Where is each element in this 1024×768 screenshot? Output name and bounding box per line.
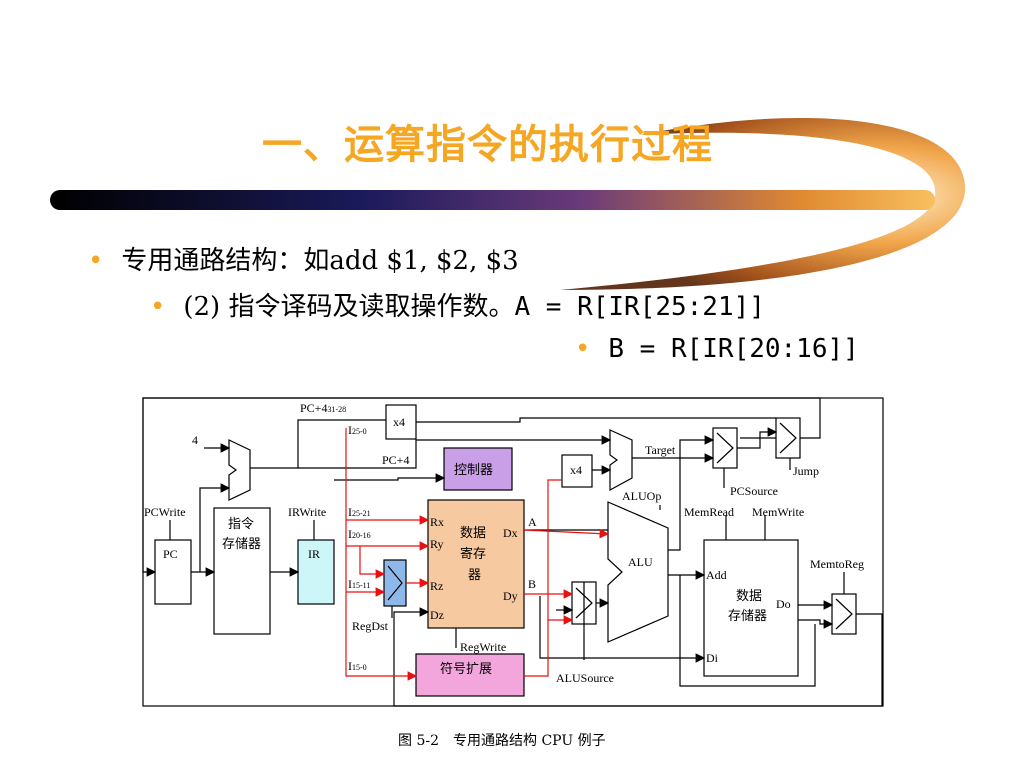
bullet-text: 专用通路结构：如add $1, $2, $3 <box>121 246 519 276</box>
instruction-memory <box>213 507 271 635</box>
label-pc-plus4: PC+4 <box>382 453 409 467</box>
data-memory <box>703 539 799 677</box>
label-alusource: ALUSource <box>556 671 614 685</box>
alu <box>607 501 669 643</box>
label-i15-0: I15-0 <box>348 659 367 673</box>
label-di: Di <box>706 651 719 665</box>
label-jump: Jump <box>793 464 819 478</box>
label-memwrite: MemWrite <box>752 505 804 519</box>
label-regfile-2: 寄存 <box>460 546 486 561</box>
label-memtoreg: MemtoReg <box>810 557 864 571</box>
label-do: Do <box>776 597 791 611</box>
label-datamem-1: 数据 <box>736 588 762 603</box>
bullet-code: B = R[IR[20:16]] <box>608 334 859 364</box>
sub-bullet-item: • B = R[IR[20:16]] <box>575 334 859 364</box>
label-sign-ext: 符号扩展 <box>440 661 492 676</box>
label-i15-11: I15-11 <box>348 577 370 591</box>
label-rz: Rz <box>430 579 443 593</box>
bullet-dot-icon: • <box>150 292 166 322</box>
label-ir: IR <box>308 547 320 561</box>
instruction-register <box>297 539 335 605</box>
label-memread: MemRead <box>684 505 734 519</box>
label-i20-16: I20-16 <box>348 527 371 541</box>
label-pcsource: PCSource <box>730 484 778 498</box>
label-regwrite: RegWrite <box>460 640 506 654</box>
label-irwrite: IRWrite <box>288 505 326 519</box>
label-pc-plus4-hi: PC+431-28 <box>300 401 346 415</box>
bullet-code: A = R[IR[25:21]] <box>514 292 765 322</box>
figure-caption: 图 5-2 专用通路结构 CPU 例子 <box>398 733 606 749</box>
bullet-dot-icon: • <box>88 246 104 276</box>
label-add: Add <box>706 568 727 582</box>
sub-bullet-item: • (2) 指令译码及读取操作数。A = R[IR[25:21]] <box>150 286 765 323</box>
label-regfile-1: 数据 <box>460 525 486 540</box>
label-controller: 控制器 <box>454 462 493 477</box>
target-adder <box>609 429 633 492</box>
label-target: Target <box>645 443 676 457</box>
label-ry: Ry <box>430 537 444 551</box>
label-dy: Dy <box>503 589 518 603</box>
label-x4-top: x4 <box>393 415 405 429</box>
label-rx: Rx <box>430 515 444 529</box>
pc-adder <box>228 439 251 501</box>
label-pc: PC <box>163 547 178 561</box>
bullet-dot-icon: • <box>575 334 591 364</box>
pc-register <box>154 539 192 605</box>
label-b: B <box>528 577 536 591</box>
label-four: 4 <box>192 433 198 447</box>
label-aluop: ALUOp <box>622 489 661 503</box>
sign-extend <box>415 653 525 697</box>
label-dz: Dz <box>430 608 444 622</box>
bullet-item: • 专用通路结构：如add $1, $2, $3 <box>88 240 519 277</box>
register-file <box>427 499 525 629</box>
label-instr-mem-2: 存储器 <box>222 536 261 551</box>
label-dx: Dx <box>503 526 518 540</box>
label-instr-mem-1: 指令 <box>228 516 254 531</box>
label-alu: ALU <box>628 555 653 569</box>
label-regdst: RegDst <box>352 619 389 633</box>
slide-title: 一、运算指令的执行过程 <box>262 122 713 168</box>
label-pcwrite: PCWrite <box>144 505 186 519</box>
label-a: A <box>528 515 537 529</box>
label-i25-0: I25-0 <box>348 423 367 437</box>
shift-left-top <box>385 404 417 440</box>
label-regfile-3: 器 <box>468 567 481 582</box>
bullet-text: (2) 指令译码及读取操作数。 <box>183 292 515 322</box>
controller <box>443 447 513 491</box>
label-x4-mid: x4 <box>570 463 582 477</box>
label-i25-21: I25-21 <box>348 505 371 519</box>
shift-left-mid <box>561 454 593 488</box>
label-datamem-2: 存储器 <box>728 608 767 623</box>
